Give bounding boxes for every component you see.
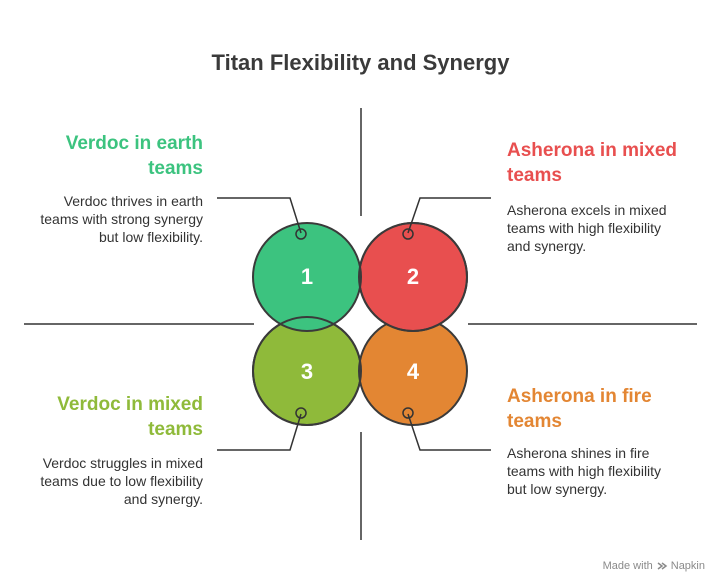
- connector-dot-4: [402, 407, 414, 419]
- quadrant-1-description: Verdoc thrives in earth teams with stron…: [40, 193, 203, 245]
- circle-1: [252, 222, 362, 332]
- circle-4-number: 4: [407, 359, 420, 384]
- connector-dot-1: [295, 228, 307, 240]
- connector-4: [407, 413, 491, 451]
- quadrant-2-heading: Asherona in mixed teams: [507, 140, 677, 186]
- napkin-logo-icon: [657, 562, 667, 570]
- circle-1-number: 1: [301, 264, 313, 289]
- connector-dot-2: [402, 228, 414, 240]
- quadrant-3-heading: Verdoc in mixed teams: [57, 394, 203, 440]
- diagram-title: Titan Flexibility and Synergy: [211, 50, 510, 75]
- watermark-text: Made with: [602, 560, 653, 572]
- circle-3-outline: [252, 316, 362, 426]
- quadrant-1-heading: Verdoc in earth teams: [65, 133, 203, 179]
- quadrant-4-heading: Asherona in fire teams: [507, 386, 652, 432]
- circle-2-outline: [358, 222, 468, 332]
- connector-1: [217, 197, 302, 234]
- watermark-brand: Napkin: [670, 560, 705, 572]
- circle-3-number: 3: [301, 359, 313, 384]
- connector-2: [407, 197, 491, 234]
- quadrant-3-description: Verdoc struggles in mixed teams due to l…: [40, 455, 203, 507]
- connector-dot-3: [295, 407, 307, 419]
- napkin-watermark: Made with Napkin: [603, 560, 705, 572]
- circle-2-number: 2: [407, 264, 419, 289]
- quadrant-2-description: Asherona excels in mixed teams with high…: [507, 202, 667, 254]
- quadrant-4-description: Asherona shines in fire teams with high …: [507, 445, 662, 497]
- connector-3: [217, 413, 302, 451]
